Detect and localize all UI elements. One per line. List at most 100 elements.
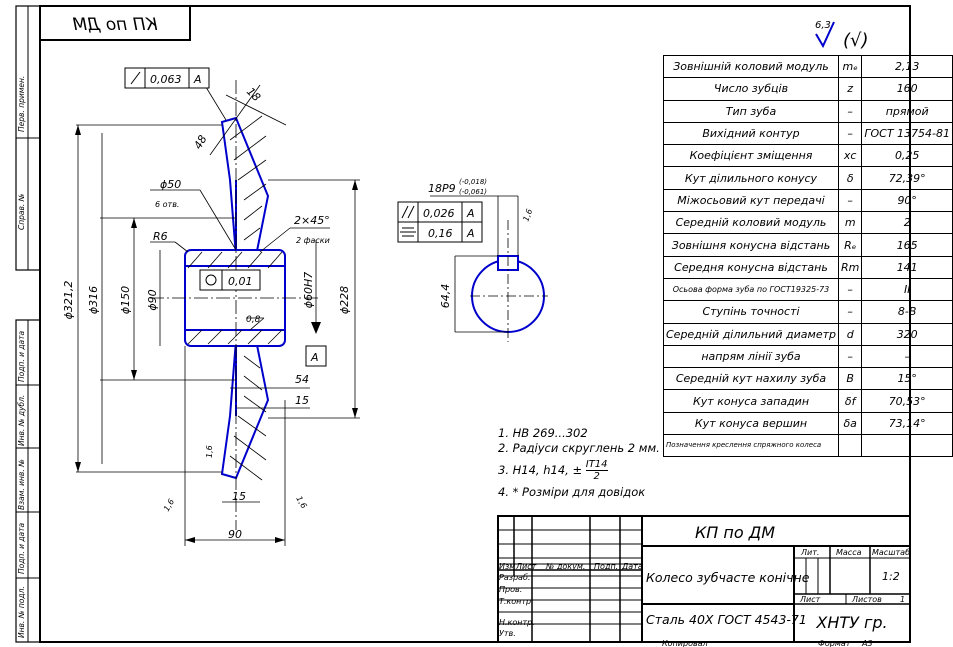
parameter-value: 320 [861, 322, 953, 346]
dim-18: 18 [244, 85, 263, 104]
tb-role-utv: Утв. [499, 629, 516, 638]
dim-r16b: 1,6 [162, 497, 176, 513]
dim-key-up: (-0,018) [459, 178, 487, 186]
parameter-symbol: – [837, 300, 863, 324]
cylindricity-icon [205, 274, 217, 286]
dim-chamfer2: 2 фаски [296, 236, 330, 245]
tb-list: Лист [515, 562, 537, 571]
dim-chamfer: 2×45° [294, 214, 330, 227]
parameter-row: Позначення креслення спряжного колеса [663, 434, 953, 458]
tb-scale-val: 1:2 [882, 570, 900, 583]
dim-90: 90 [228, 528, 242, 541]
tol-cyl: 0,01 [228, 275, 253, 288]
parameter-name: Середній ділильний диаметр [663, 322, 839, 346]
dim-key-dn: (-0,061) [459, 188, 487, 196]
dim-r16c: 1,6 [294, 495, 308, 511]
dim-08: 0,8 [246, 315, 261, 325]
parameter-value: ГОСТ 13754-81 [861, 121, 953, 146]
dim-48: 48 [191, 133, 209, 152]
title-block-grid [497, 515, 911, 643]
side-podp2: Подп. и дата [17, 523, 26, 574]
parameter-name: Середній кут нахилу зуба [663, 367, 839, 391]
tb-date: Дата [621, 562, 643, 571]
tb-sheets: Листов [851, 595, 882, 604]
runout-icon [130, 71, 141, 85]
side-perv: Перв. примен. [17, 76, 26, 132]
parameter-symbol: – [837, 344, 863, 369]
parameter-name: Число зубців [663, 77, 839, 101]
tol-runout-base: A [193, 73, 202, 86]
parameter-value: 141 [861, 255, 953, 279]
parameter-symbol: δa [837, 411, 863, 436]
tol-par-base: A [466, 207, 475, 220]
parameter-name: Кут ділильного конусу [663, 166, 839, 190]
dim-644: 64,4 [439, 284, 452, 309]
parameter-row: напрям лінії зуба–– [663, 344, 953, 369]
dim-phi150: ϕ150 [119, 286, 132, 314]
tol-sym-base: A [466, 227, 475, 240]
parameter-row: Вихідний контур–ГОСТ 13754-81 [663, 121, 953, 146]
tb-part-name: Колесо зубчасте конічне [646, 570, 810, 585]
parameter-symbol: δf [837, 389, 863, 413]
note-3-num: IT14 [585, 459, 608, 471]
dim-holes: 6 отв. [155, 200, 179, 209]
parameter-symbol: – [837, 121, 863, 146]
tb-role-prov: Пров. [499, 585, 522, 594]
dim-phi90: ϕ90 [146, 289, 159, 310]
parameter-name: Середня конусна відстань [663, 255, 839, 279]
parameter-symbol: – [837, 188, 863, 213]
tb-format: Формат [818, 639, 851, 647]
dim-54: 54 [295, 373, 309, 386]
parameter-name: Коефіцієнт зміщення [663, 144, 839, 168]
symmetry-icon [400, 227, 416, 237]
dim-15a: 15 [295, 394, 309, 407]
drawing-sheet: КП по ДМ [15, 5, 911, 647]
tb-podp: Подп. [594, 562, 618, 571]
dim-r6: R6 [153, 230, 168, 243]
roughness-icon [815, 21, 835, 49]
parameter-symbol: Rₑ [837, 233, 863, 257]
parameter-name: Кут конуса западин [663, 389, 839, 413]
parameter-value: 70,53° [861, 389, 953, 413]
tb-format-val: A3 [861, 639, 873, 647]
parameter-symbol: xc [837, 144, 863, 168]
parameter-symbol: m [837, 211, 863, 235]
parameter-value: – [861, 344, 953, 369]
parameter-symbol: Rm [837, 255, 863, 279]
parameter-value: 15° [861, 367, 953, 391]
parameter-symbol: d [837, 322, 863, 346]
tb-docnum: № докум. [545, 562, 585, 571]
parameter-value: 8-B [861, 300, 953, 324]
parameter-symbol: δ [837, 166, 863, 190]
parameter-name: Ступінь точності [663, 300, 839, 324]
tb-doc-code: КП по ДМ [695, 523, 775, 542]
parameter-value: 165 [861, 233, 953, 257]
dim-phi3212: ϕ321,2 [62, 281, 75, 320]
note-1: 1. HB 269...302 [498, 426, 588, 440]
dim-15b: 15 [232, 490, 246, 503]
parameter-value: 0,25 [861, 144, 953, 168]
parameter-name: Осьова форма зуба по ГОСТ19325-73 [663, 277, 839, 302]
datum-a: A [310, 351, 319, 364]
dim-r16key: 1,6 [521, 208, 534, 223]
parameter-value: II [861, 277, 953, 302]
dim-phi50: ϕ50 [160, 178, 181, 191]
parameter-name: Зовнішній коловий модуль [663, 54, 839, 79]
parameter-value: 2,13 [861, 54, 953, 79]
parameter-row: Міжосьовий кут передачі–90° [663, 188, 953, 213]
parameter-symbol: mₑ [837, 54, 863, 79]
note-3-text: 3. H14, h14, ± [498, 463, 583, 477]
parameter-value: 90° [861, 188, 953, 213]
parallelism-icon [401, 205, 409, 219]
side-vzam: Взам. инв. № [17, 459, 26, 510]
dim-phi228: ϕ228 [338, 286, 351, 314]
tb-material: Сталь 40Х ГОСТ 4543-71 [646, 612, 807, 627]
